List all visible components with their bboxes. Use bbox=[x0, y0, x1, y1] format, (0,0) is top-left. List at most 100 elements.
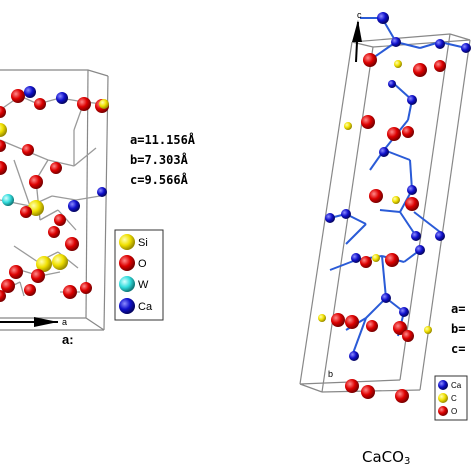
right-bonds bbox=[329, 17, 467, 357]
formula-subscript: 3 bbox=[404, 456, 410, 467]
carbon-atom bbox=[394, 60, 402, 68]
lattice-b: b=7.303Å bbox=[130, 152, 189, 167]
oxygen-atom bbox=[413, 63, 427, 77]
bond bbox=[13, 159, 31, 207]
left-axis-a: a a: bbox=[0, 317, 74, 347]
legend-o-label: O bbox=[138, 258, 147, 270]
right-axis-c-label: c bbox=[357, 10, 362, 20]
oxygen-atom bbox=[20, 206, 32, 218]
calcium-atom bbox=[97, 187, 107, 197]
calcium-atom bbox=[388, 80, 396, 88]
calcium-atom bbox=[377, 12, 389, 24]
oxygen-atom bbox=[395, 389, 409, 403]
calcium-atom bbox=[68, 200, 80, 212]
right-unit-cell bbox=[299, 33, 471, 393]
calcium-atom bbox=[349, 351, 359, 361]
axis-arrowhead-icon bbox=[34, 317, 58, 327]
calcium-atom bbox=[24, 86, 36, 98]
left-lattice-parameters: a=11.156Å b=7.303Å c=9.566Å bbox=[130, 132, 196, 187]
calcium-atom bbox=[391, 37, 401, 47]
carbon-atom bbox=[372, 254, 380, 262]
oxygen-atom bbox=[65, 237, 79, 251]
oxygen-atom bbox=[363, 53, 377, 67]
calcium-atom bbox=[56, 92, 68, 104]
calcium-atom bbox=[351, 253, 361, 263]
calcium-atom bbox=[381, 293, 391, 303]
bond bbox=[19, 281, 25, 297]
legend-ca-swatch bbox=[119, 298, 135, 314]
bond bbox=[379, 209, 401, 213]
oxygen-atom bbox=[11, 89, 25, 103]
oxygen-atom bbox=[1, 279, 15, 293]
oxygen-atom bbox=[361, 385, 375, 399]
calcium-atom bbox=[341, 209, 351, 219]
silicon-atom bbox=[36, 256, 52, 272]
oxygen-atom bbox=[50, 162, 62, 174]
legend-w-label: W bbox=[138, 279, 149, 291]
oxygen-atom bbox=[80, 282, 92, 294]
oxygen-atom bbox=[31, 269, 45, 283]
legend-o-swatch bbox=[438, 406, 448, 416]
silicon-atom bbox=[52, 254, 68, 270]
axis-arrowhead-icon bbox=[352, 20, 362, 42]
calcium-atom bbox=[399, 307, 409, 317]
legend-o-swatch bbox=[119, 255, 135, 271]
calcium-atom bbox=[435, 39, 445, 49]
oxygen-atom bbox=[0, 140, 6, 152]
oxygen-atom bbox=[22, 144, 34, 156]
bond bbox=[413, 211, 441, 233]
oxygen-atom bbox=[361, 115, 375, 129]
oxygen-atom bbox=[387, 127, 401, 141]
oxygen-atom bbox=[9, 265, 23, 279]
bond bbox=[39, 209, 59, 221]
calcium-atom bbox=[461, 43, 471, 53]
oxygen-atom bbox=[0, 161, 7, 175]
oxygen-atom bbox=[369, 189, 383, 203]
right-legend-o-label: O bbox=[451, 407, 457, 416]
calcium-atom bbox=[407, 185, 417, 195]
calcium-atom bbox=[411, 231, 421, 241]
right-structure: c b a= b= c= Ca C O CaCO3 bbox=[299, 10, 471, 467]
lattice-c: c=9.566Å bbox=[130, 172, 189, 187]
oxygen-atom bbox=[360, 256, 372, 268]
oxygen-atom bbox=[24, 284, 36, 296]
oxygen-atom bbox=[63, 285, 77, 299]
oxygen-atom bbox=[393, 321, 407, 335]
carbon-atom bbox=[344, 122, 352, 130]
bond bbox=[13, 245, 39, 263]
oxygen-atom bbox=[34, 98, 46, 110]
bond bbox=[409, 159, 413, 191]
oxygen-atom bbox=[345, 379, 359, 393]
right-legend-c-label: C bbox=[451, 394, 457, 403]
carbon-atom bbox=[392, 196, 400, 204]
calcium-atom bbox=[435, 231, 445, 241]
legend-w-swatch bbox=[119, 276, 135, 292]
legend-ca-swatch bbox=[438, 380, 448, 390]
lattice-a: a=11.156Å bbox=[130, 132, 196, 147]
legend-si-swatch bbox=[119, 234, 135, 250]
oxygen-atom bbox=[54, 214, 66, 226]
carbon-atom bbox=[318, 314, 326, 322]
bond bbox=[73, 147, 97, 167]
oxygen-atom bbox=[77, 97, 91, 111]
left-axis-a-label: a bbox=[62, 317, 67, 327]
legend-c-swatch bbox=[438, 393, 448, 403]
oxygen-atom bbox=[434, 60, 446, 72]
legend-si-label: Si bbox=[138, 237, 148, 249]
left-unit-cell bbox=[0, 69, 109, 331]
silicon-atom bbox=[99, 99, 109, 109]
oxygen-atom bbox=[0, 106, 6, 118]
right-lattice-b: b= bbox=[451, 322, 465, 336]
oxygen-atom bbox=[0, 290, 6, 302]
bond bbox=[75, 195, 101, 201]
tungsten-atom bbox=[2, 194, 14, 206]
calcium-atom bbox=[379, 147, 389, 157]
bond bbox=[47, 159, 75, 167]
legend-ca-label: Ca bbox=[138, 301, 153, 313]
bond bbox=[51, 195, 77, 201]
right-axis-b-label: b bbox=[328, 369, 333, 379]
right-lattice-c: c= bbox=[451, 342, 465, 356]
silicon-atom bbox=[0, 123, 7, 137]
